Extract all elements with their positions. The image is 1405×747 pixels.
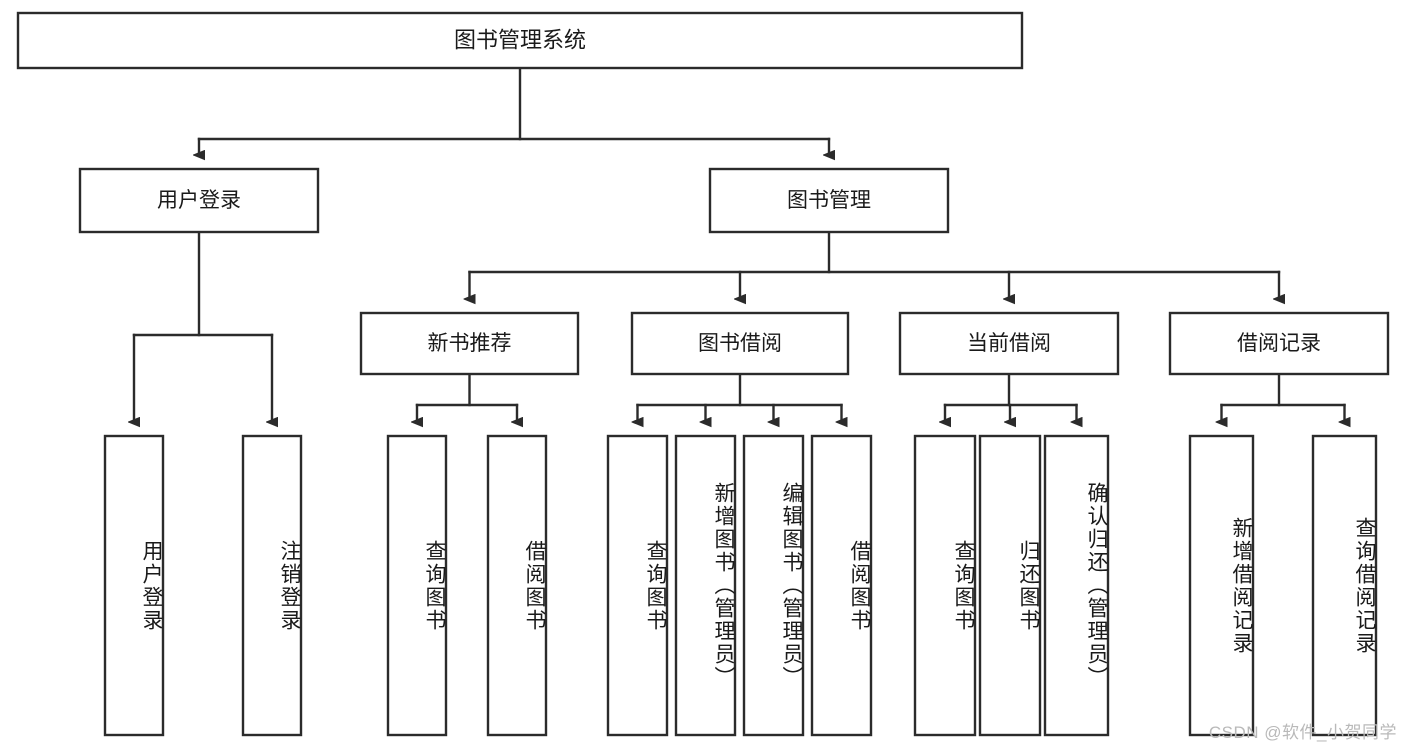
node-rect [674,434,737,737]
node-rect [913,434,977,737]
node-rect [1043,434,1110,737]
connector-group [1222,372,1345,422]
node-borrow-record[interactable]: 借阅记录 [1168,311,1390,376]
node-new-book-recommend[interactable]: 新书推荐 [359,311,580,376]
node-rect [708,167,950,234]
node-leaf-add-book[interactable] [674,434,737,737]
connector-group [417,372,517,422]
node-book-manage[interactable]: 图书管理 [708,167,950,234]
node-book-borrow[interactable]: 图书借阅 [630,311,850,376]
node-rect [486,434,548,737]
node-label: 图书管理系统 [454,27,586,52]
node-leaf-query-book-1[interactable] [386,434,448,737]
connector-group [199,66,829,155]
node-leaf-return-book[interactable] [978,434,1042,737]
node-leaf-user-login[interactable] [103,434,165,737]
node-rect [16,11,1024,70]
node-root-root[interactable]: 图书管理系统 [16,11,1024,70]
node-rect [978,434,1042,737]
node-rect [898,311,1120,376]
node-label: 新书推荐 [428,332,512,355]
node-leaf-edit-book[interactable] [742,434,805,737]
node-rect [810,434,873,737]
node-label: 图书借阅 [698,332,782,355]
node-rect [386,434,448,737]
node-leaf-query-record[interactable] [1311,434,1378,737]
node-rect [103,434,165,737]
node-label: 用户登录 [157,189,241,212]
node-leaf-confirm-return[interactable] [1043,434,1110,737]
node-rect [742,434,805,737]
node-label: 当前借阅 [967,332,1051,355]
node-current-borrow[interactable]: 当前借阅 [898,311,1120,376]
node-leaf-borrow-book-2[interactable] [810,434,873,737]
node-label: 图书管理 [787,189,871,212]
connector-group [638,372,842,422]
node-rect [241,434,303,737]
node-leaf-logout[interactable] [241,434,303,737]
node-leaf-add-record[interactable] [1188,434,1255,737]
node-rect [630,311,850,376]
watermark-text: CSDN @软件_小贺同学 [1208,723,1397,742]
node-label: 借阅记录 [1237,332,1321,355]
node-rect [606,434,669,737]
node-leaf-query-book-3[interactable] [913,434,977,737]
node-rect [1188,434,1255,737]
node-user-login[interactable]: 用户登录 [78,167,320,234]
node-leaf-borrow-book-1[interactable] [486,434,548,737]
node-leaf-query-book-2[interactable] [606,434,669,737]
node-rect [78,167,320,234]
connector-layer [134,66,1345,422]
node-rect [359,311,580,376]
node-rect [1168,311,1390,376]
node-rect [1311,434,1378,737]
connector-group [945,372,1077,422]
connector-group [134,230,272,422]
connector-group [470,230,1280,299]
